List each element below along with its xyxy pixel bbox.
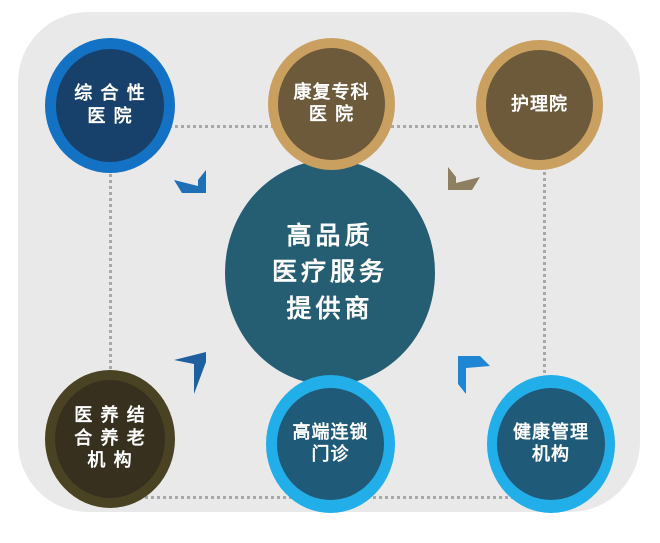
node-elderly-care: 医 养 结 合 养 老 机 构: [45, 370, 175, 508]
node-label: 高端连锁 门诊: [292, 421, 369, 466]
node-label: 综 合 性 医 院: [74, 83, 146, 127]
node-chain-clinic: 高端连锁 门诊: [266, 375, 395, 513]
node-nursing-home: 护理院: [476, 40, 603, 170]
node-label: 健康管理 机构: [513, 421, 589, 466]
node-rehab-hospital: 康复专科 医 院: [268, 38, 395, 170]
connector-right: [543, 125, 546, 445]
arrow-bottom-right-icon: [458, 356, 490, 394]
node-general-hospital: 综 合 性 医 院: [45, 38, 175, 173]
node-label: 护理院: [511, 93, 568, 115]
center-node: 高品质 医疗服务 提供商: [225, 160, 435, 385]
arrow-top-right-icon: [448, 167, 480, 190]
arrow-top-left-icon: [174, 170, 206, 193]
node-health-management: 健康管理 机构: [487, 375, 615, 513]
arrow-bottom-left-icon: [174, 352, 206, 394]
node-label: 康复专科 医 院: [293, 81, 370, 126]
center-label: 高品质 医疗服务 提供商: [271, 221, 388, 323]
node-label: 医 养 结 合 养 老 机 构: [74, 405, 146, 472]
connector-left: [109, 125, 112, 435]
